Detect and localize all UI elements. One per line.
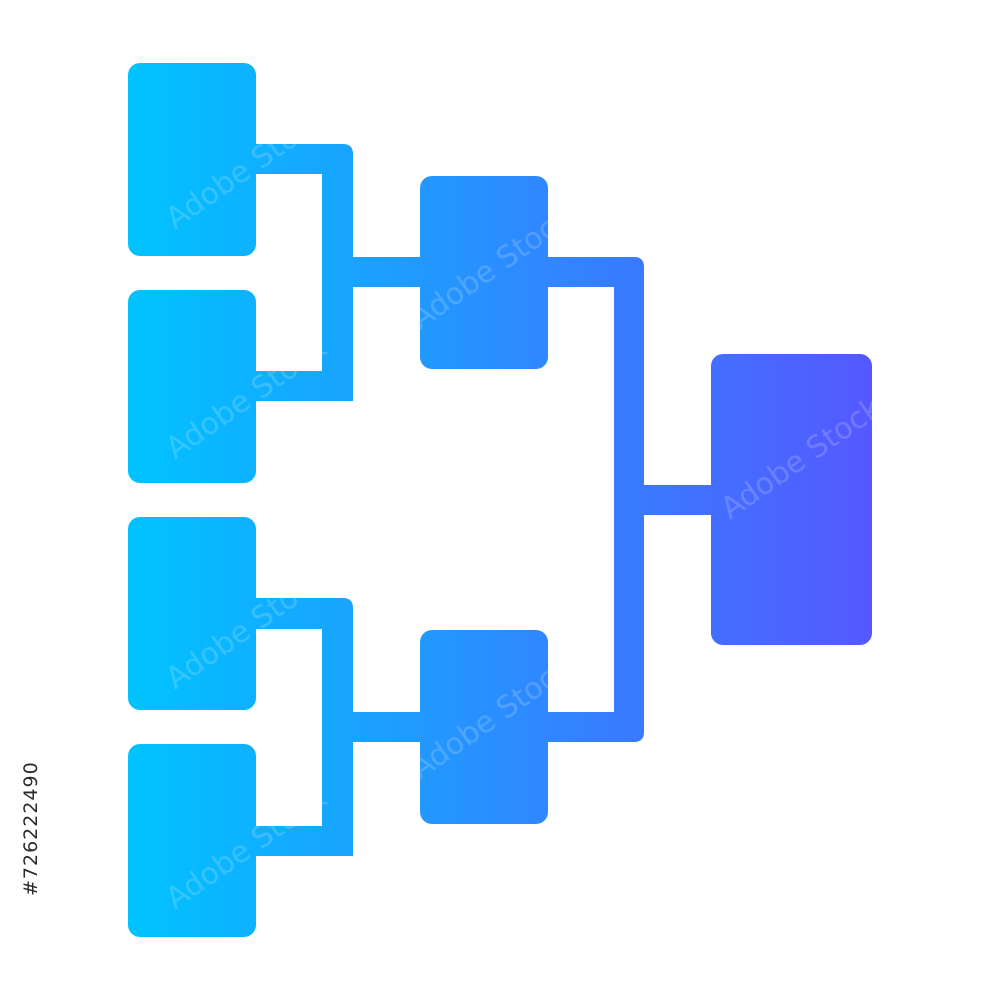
connector-to-final — [640, 485, 716, 515]
connector-top-group — [250, 144, 353, 401]
stock-id-label: #726222490 — [20, 761, 42, 896]
bracket-box-round1-2 — [128, 290, 256, 483]
bracket-box-semifinal-1 — [420, 176, 548, 369]
bracket-box-round1-3 — [128, 517, 256, 710]
connector-semifinals-to-final — [544, 257, 644, 742]
connector-bottom-to-semifinal — [350, 712, 425, 742]
bracket-box-final — [711, 354, 872, 645]
connector-bottom-group — [250, 598, 353, 856]
bracket-box-semifinal-2 — [420, 630, 548, 824]
bracket-box-round1-4 — [128, 744, 256, 937]
bracket-box-round1-1 — [128, 63, 256, 256]
connector-top-to-semifinal — [350, 257, 425, 287]
